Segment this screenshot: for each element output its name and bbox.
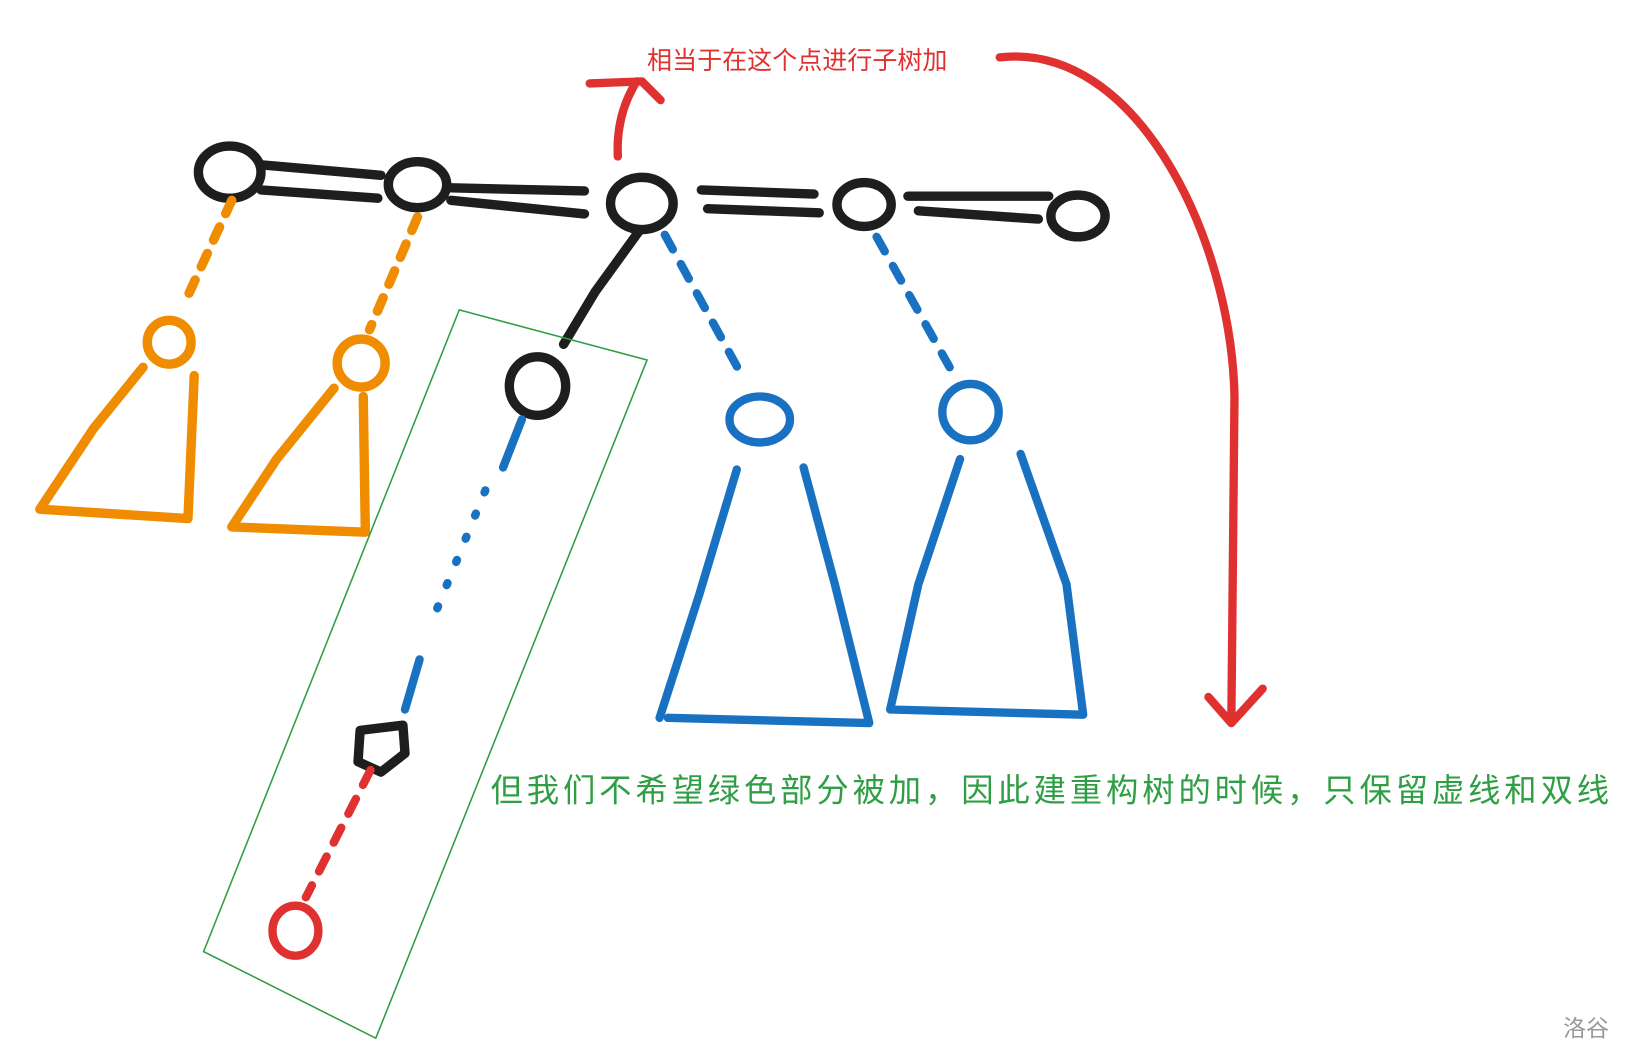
orange-subtrees	[35, 195, 423, 537]
node	[383, 157, 452, 213]
bottom-annotation: 但我们不希望绿色部分被加，因此建重构树的时候，只保留虚线和双线	[491, 771, 1610, 809]
excluded-region-box	[202, 308, 649, 1040]
blue-subtrees	[655, 230, 1088, 728]
watermark: 洛谷	[1563, 1016, 1609, 1042]
red-arrows	[585, 52, 1267, 728]
chain	[268, 226, 644, 960]
node	[605, 172, 678, 235]
node	[193, 141, 266, 203]
node	[832, 177, 896, 232]
curved-down-arrow-icon	[995, 52, 1267, 728]
top-annotation: 相当于在这个点进行子树加	[647, 46, 947, 75]
node	[1046, 190, 1110, 242]
double-edges	[256, 160, 1054, 224]
small-up-arrow-icon	[585, 77, 665, 161]
